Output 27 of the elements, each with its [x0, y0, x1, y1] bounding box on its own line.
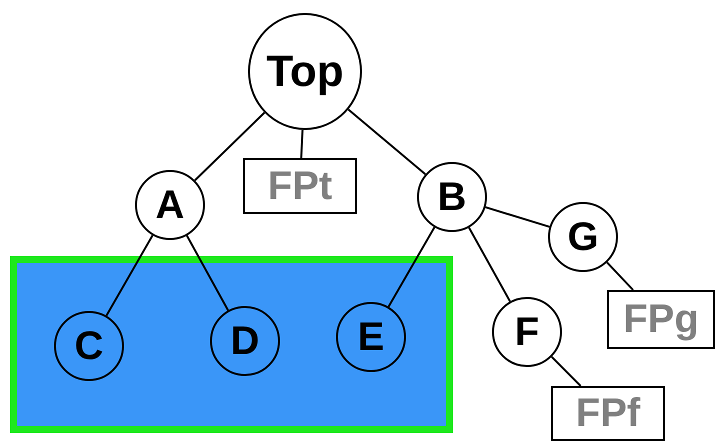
node-label: E [358, 314, 384, 360]
connector-line [550, 356, 582, 387]
node-label: F [514, 310, 540, 354]
circle-node [492, 297, 562, 367]
connector-line [106, 234, 154, 316]
connector-line [468, 227, 511, 302]
connector-line [485, 206, 550, 228]
label-box [551, 386, 665, 441]
node-label: A [156, 182, 184, 228]
highlight-region [10, 256, 453, 433]
connector-line [606, 262, 634, 291]
connector-line [348, 108, 426, 176]
connector-line [186, 235, 229, 311]
label-box [607, 290, 715, 349]
node-label: FPf [576, 391, 640, 436]
node-label: D [230, 318, 260, 364]
label-box [243, 158, 357, 214]
node-label: FPt [268, 164, 332, 208]
node-label: G [567, 214, 599, 260]
connector-line [388, 226, 436, 308]
connector-line [300, 130, 304, 158]
node-label: C [74, 324, 104, 368]
circle-node [135, 170, 205, 240]
node-label: B [438, 174, 466, 220]
node-label: FPg [623, 297, 699, 342]
node-label: Top [266, 46, 344, 96]
connector-line [194, 112, 266, 182]
